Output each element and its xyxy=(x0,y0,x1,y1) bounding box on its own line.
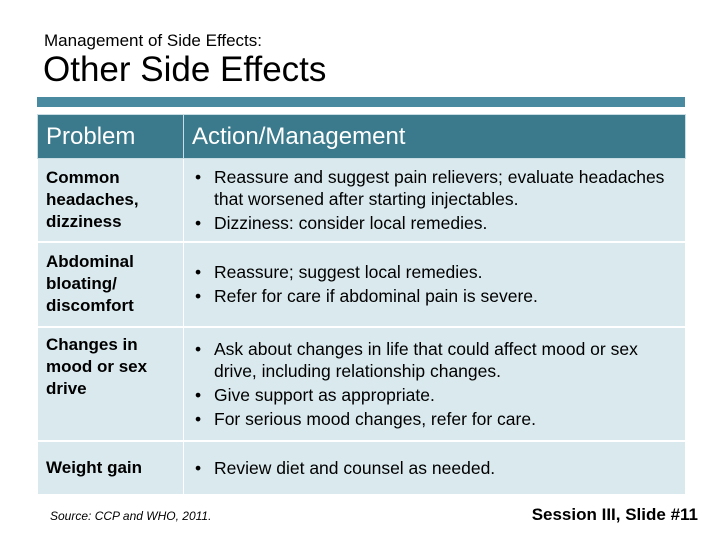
bullet-icon: • xyxy=(195,338,202,359)
bullet-icon: • xyxy=(195,262,202,282)
action-item: • Dizziness: consider local remedies. xyxy=(192,212,677,234)
action-text: Refer for care if abdominal pain is seve… xyxy=(214,286,538,306)
bullet-icon: • xyxy=(195,408,202,429)
action-item: • Reassure and suggest pain relievers; ev… xyxy=(192,166,677,210)
action-cell: • Reassure and suggest pain relievers; ev… xyxy=(183,158,686,243)
problem-cell: Abdominal bloating/ discomfort xyxy=(37,241,184,328)
bullet-icon: • xyxy=(195,212,202,233)
slide-subtitle: Management of Side Effects: xyxy=(44,31,262,50)
action-item: • Reassure; suggest local remedies. xyxy=(192,261,677,283)
source-citation: Source: CCP and WHO, 2011. xyxy=(50,509,212,523)
column-header-problem: Problem xyxy=(37,114,184,159)
action-item: • For serious mood changes, refer for car… xyxy=(192,408,677,430)
action-item: • Ask about changes in life that could af… xyxy=(192,338,677,382)
action-cell: • Review diet and counsel as needed. xyxy=(183,440,686,496)
column-header-action: Action/Management xyxy=(183,114,686,159)
bullet-icon: • xyxy=(195,457,202,478)
table-row: Weight gain • Review diet and counsel as … xyxy=(37,440,686,496)
action-text: Give support as appropriate. xyxy=(214,384,435,405)
action-text: Review diet and counsel as needed. xyxy=(214,457,496,478)
action-cell: • Ask about changes in life that could af… xyxy=(183,326,686,442)
title-divider xyxy=(37,97,685,107)
action-text: For serious mood changes, refer for care… xyxy=(214,408,536,429)
action-text: Dizziness: consider local remedies. xyxy=(214,212,488,233)
session-slide-number: Session III, Slide #11 xyxy=(531,505,698,524)
bullet-icon: • xyxy=(195,166,202,187)
bullet-icon: • xyxy=(195,384,202,405)
problem-cell: Common headaches, dizziness xyxy=(37,158,184,243)
action-item: • Refer for care if abdominal pain is sev… xyxy=(192,285,677,307)
action-text: Reassure and suggest pain relievers; eva… xyxy=(214,166,665,209)
side-effects-table: Problem Action/Management Common headach… xyxy=(37,114,686,496)
action-text: Reassure; suggest local remedies. xyxy=(214,262,483,282)
action-cell: • Reassure; suggest local remedies. • Refe… xyxy=(183,241,686,328)
table-row: Abdominal bloating/ discomfort • Reassure… xyxy=(37,241,686,328)
slide-title: Other Side Effects xyxy=(43,50,327,89)
table-row: Changes in mood or sex drive • Ask about … xyxy=(37,326,686,442)
problem-cell: Weight gain xyxy=(37,440,184,496)
problem-cell: Changes in mood or sex drive xyxy=(37,326,184,442)
action-item: • Give support as appropriate. xyxy=(192,384,677,406)
action-item: • Review diet and counsel as needed. xyxy=(192,457,677,479)
bullet-icon: • xyxy=(195,286,202,306)
action-text: Ask about changes in life that could aff… xyxy=(214,338,638,381)
table-header-row: Problem Action/Management xyxy=(37,114,686,159)
table-row: Common headaches, dizziness • Reassure an… xyxy=(37,158,686,243)
